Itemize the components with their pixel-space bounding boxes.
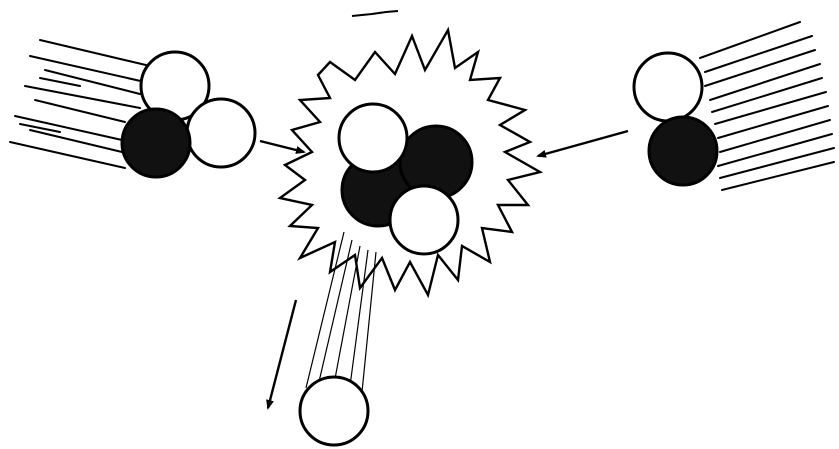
arrow-left [538,131,628,156]
arrow-down [268,300,296,408]
top-mark [352,11,398,16]
atom-light [634,53,702,121]
atom-light [187,99,255,167]
molecule-left [122,52,255,177]
atom-dark [122,109,190,177]
arrow-right [260,141,304,152]
atom-dark [649,117,717,185]
atom-light [339,104,407,172]
atom-light [390,186,458,254]
molecule-ejected [300,377,368,445]
right-motion-lines [700,22,834,190]
atom-light [300,377,368,445]
